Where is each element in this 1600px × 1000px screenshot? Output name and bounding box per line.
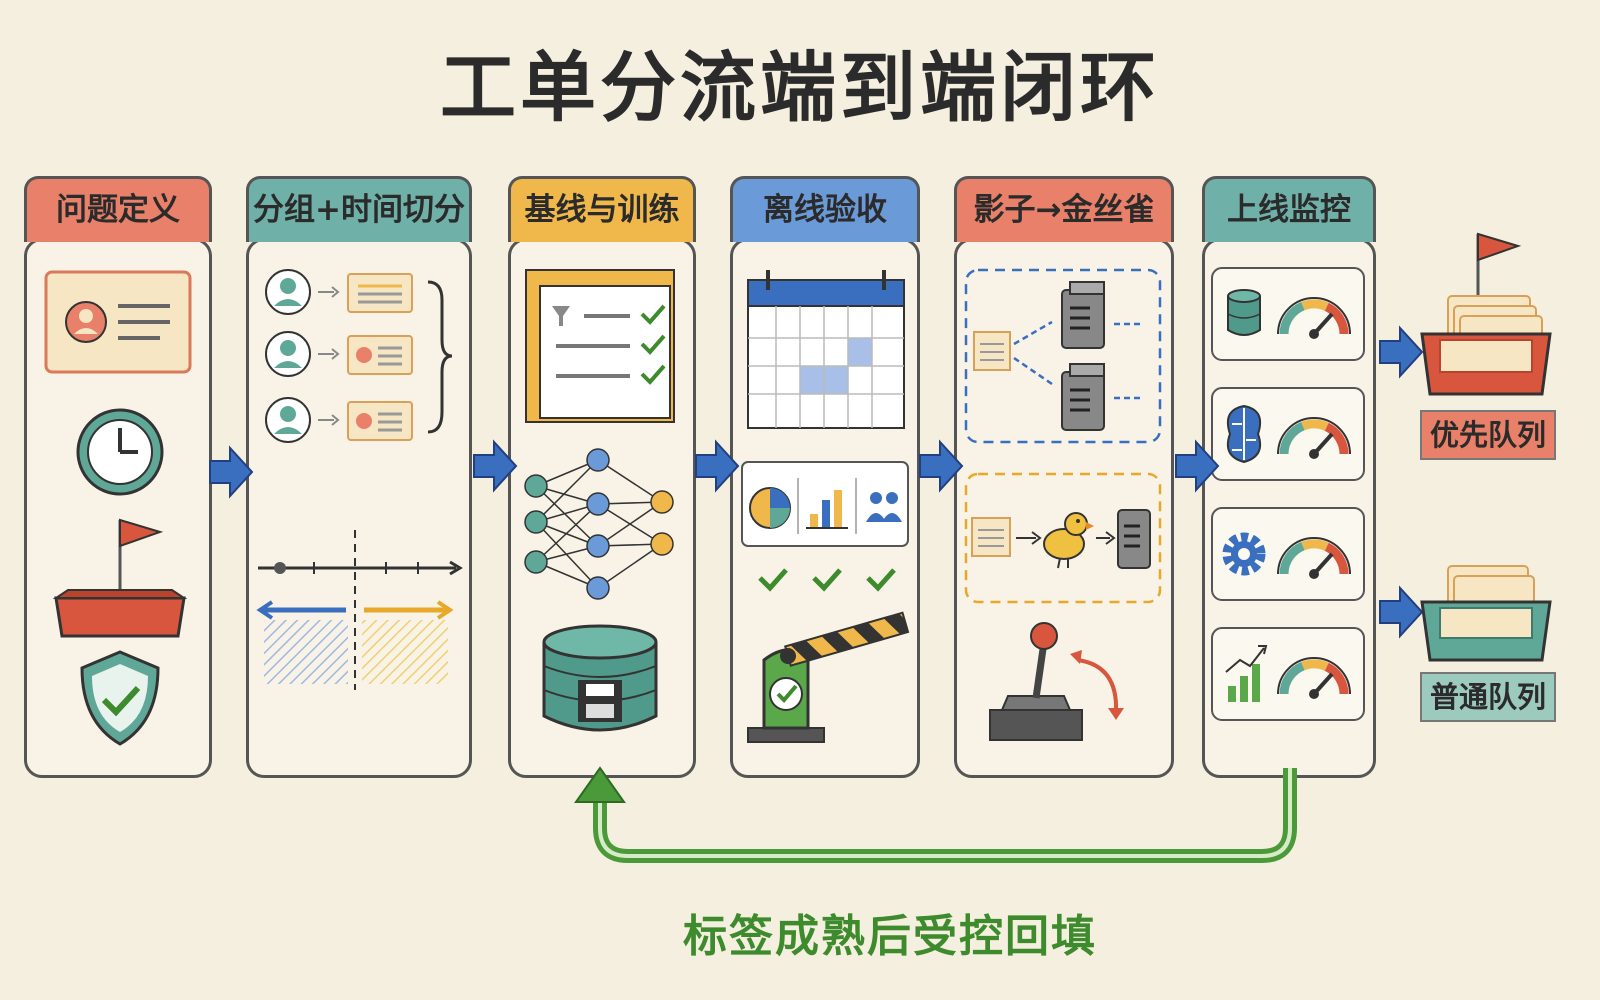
stage-tab-shadow: 影子→金丝雀: [954, 176, 1174, 242]
server-icon: [1061, 281, 1105, 349]
canary-bird-icon: [1043, 512, 1094, 569]
feedback-loop-label: 标签成熟后受控回填: [683, 911, 1097, 962]
inbox-tray-icon: [1420, 565, 1552, 662]
flow-arrow-icon: [1379, 325, 1424, 379]
flag-tray-icon: [52, 518, 188, 638]
flow-arrow-icon: [1175, 439, 1220, 493]
timeline-icon: [256, 530, 463, 690]
check-icon: [758, 568, 896, 592]
feedback-loop-arrow: [574, 766, 1297, 863]
metrics-card: [741, 461, 909, 547]
barrier-gate-icon: [747, 611, 910, 743]
flow-arrow-icon: [473, 439, 518, 493]
ticket-list-icon: [347, 335, 413, 375]
gauge-icon: [1277, 537, 1351, 579]
ticket-icon: [44, 270, 192, 374]
bar-chart-icon: [806, 490, 848, 529]
calendar-grid-icon: [747, 270, 905, 429]
flow-arrow-icon: [209, 445, 254, 499]
stage-tab-train: 基线与训练: [508, 176, 696, 242]
neural-net-icon: [524, 448, 674, 600]
gauge-icon: [1277, 297, 1351, 339]
stage-tab-problem: 问题定义: [24, 176, 212, 242]
trend-chart-icon: [1225, 645, 1268, 702]
monitor-rows: [1211, 267, 1365, 721]
clock-icon: [76, 408, 164, 496]
inbox-tray-icon: [1420, 232, 1552, 396]
gauge-icon: [1277, 657, 1351, 699]
user-icon: [265, 331, 311, 377]
stage-tab-monitor: 上线监控: [1202, 176, 1376, 242]
normal-queue-label: 普通队列: [1420, 672, 1556, 722]
stage-tab-split: 分组+时间切分: [246, 176, 472, 242]
user-ticket-rows: [265, 269, 453, 443]
brain-icon: [1226, 404, 1262, 464]
stage-tab-offline: 离线验收: [730, 176, 920, 242]
user-icon: [265, 269, 311, 315]
server-icon: [1061, 363, 1105, 431]
checklist-icon: [525, 269, 675, 423]
page-title: 工单分流端到端闭环: [440, 43, 1160, 132]
database-icon: [1227, 289, 1261, 336]
database-save-icon: [542, 624, 658, 732]
flow-arrow-icon: [919, 439, 964, 493]
flow-arrow-icon: [695, 439, 740, 493]
user-icon: [265, 397, 311, 443]
server-icon: [1117, 509, 1151, 569]
ticket-list-icon: [347, 273, 413, 313]
gauge-icon: [1277, 417, 1351, 459]
priority-queue-label: 优先队列: [1420, 410, 1556, 460]
flow-arrow-icon: [1379, 585, 1424, 639]
gear-icon: [1222, 532, 1266, 576]
brace-icon: [427, 280, 453, 434]
people-icon: [866, 492, 902, 522]
joystick-icon: [989, 622, 1124, 741]
shield-check-icon: [80, 650, 160, 746]
stage-panel-split: [246, 238, 472, 778]
pie-chart-icon: [749, 487, 791, 529]
shadow-box: [964, 268, 1162, 444]
ticket-list-icon: [347, 401, 413, 441]
canary-box: [964, 472, 1162, 604]
